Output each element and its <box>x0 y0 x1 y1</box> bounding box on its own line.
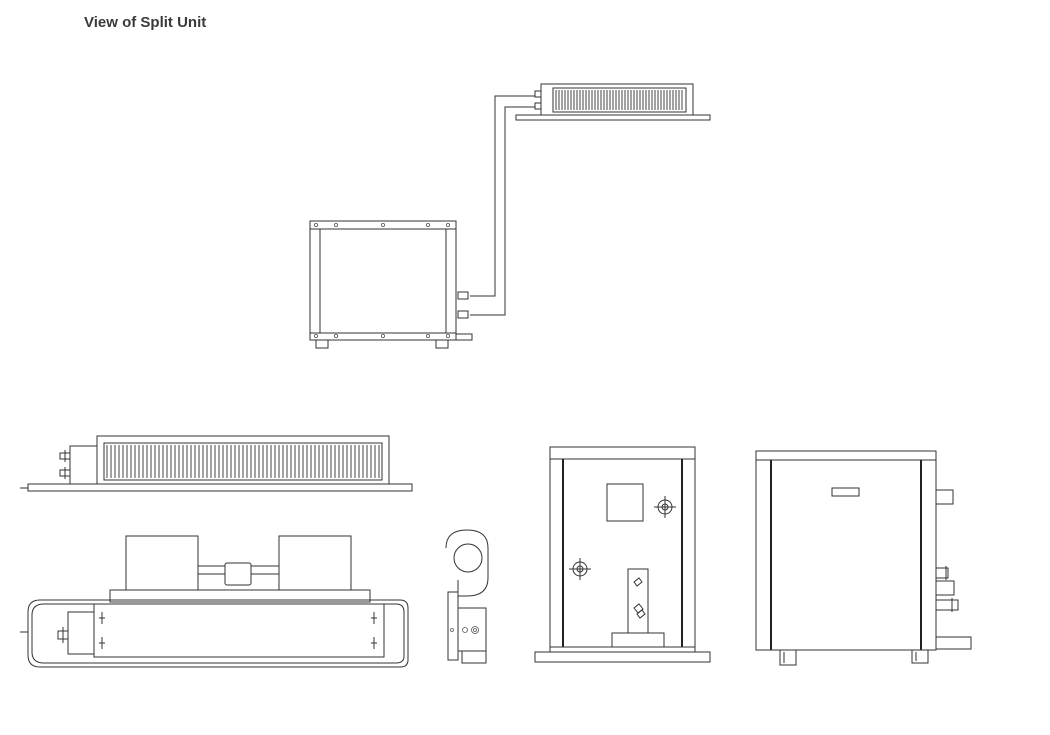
indoor-unit-front-view <box>20 436 412 491</box>
assembly-indoor-unit <box>516 84 710 120</box>
assembly-view <box>310 84 710 348</box>
outdoor-unit-side-view <box>756 451 971 665</box>
assembly-pipes <box>470 96 535 315</box>
diagram-title: View of Split Unit <box>84 14 207 31</box>
indoor-unit-side-view <box>446 530 488 663</box>
outdoor-unit-front-view <box>535 447 710 662</box>
indoor-unit-top-view <box>20 536 408 667</box>
assembly-outdoor-unit <box>310 221 472 348</box>
